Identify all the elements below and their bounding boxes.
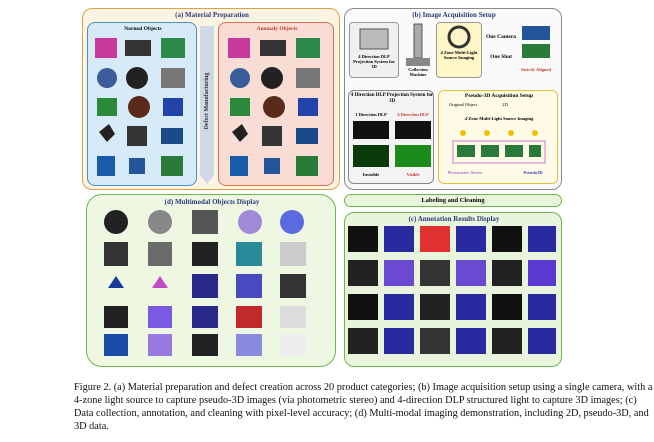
light-source-label: 4 Zone Multi-Light Source Imaging [440,50,478,60]
anomaly-thumb-row-5 [230,156,318,176]
annotation-row-2 [348,260,556,286]
multimodal-row-1 [104,210,304,234]
multimodal-row-5 [104,334,306,356]
pseudo3d-title: Pseudo-3D Acquisition Setup [464,93,534,99]
strictly-aligned-label: Strictly Aligned [520,67,552,72]
light-zone-diagram [452,130,546,164]
dlp-subpanel-title: 4 Direction DLP Projection System for 3D [350,93,434,104]
annotation-row-4 [348,328,556,354]
dlp-sample-images [353,121,431,167]
labeling-cleaning-bar: Labeling and Cleaning [344,194,562,207]
invisible-label: Invisible [362,172,380,177]
multi-light-label: 4-Zone Multi-Light Source Imaging [464,116,534,121]
panel-b-title: (b) Image Acquisition Setup [412,11,496,19]
anomaly-thumb-row-4 [232,124,318,146]
anomaly-thumb-row-2 [230,67,320,89]
normal-thumb-row-2 [97,67,185,89]
pseudo3d-subpanel: Pseudo-3D Acquisition Setup Original Obj… [438,90,558,184]
anomaly-thumb-row-1 [228,38,320,58]
dlp-4-direction-label: 4 Direction DLP [397,112,429,117]
collection-machine-label: Collection Machine [408,67,428,77]
original-object-label: Original Object [448,102,478,107]
anomaly-objects-label: Anomaly Objects [256,26,298,32]
twod-label: 2D [502,102,508,107]
normal-thumb-row-3 [97,96,183,118]
anomaly-thumb-row-3 [230,96,318,118]
annotation-result-grid [348,226,556,354]
panel-d-title: (d) Multimodal Objects Display [164,198,260,206]
dlp-projection-subpanel: 4 Direction DLP Projection System for 3D… [348,90,434,184]
figure-caption: Figure 2. (a) Material preparation and d… [74,382,653,432]
multimodal-row-3 [108,274,306,298]
dlp-system-label: 4 Direction DLP Projection System for 3D [353,54,395,69]
panel-annotation-results: (c) Annotation Results Display [344,212,562,367]
multimodal-row-2 [104,242,306,266]
normal-objects-label: Normal Objects [124,26,162,32]
annotation-row-1 [348,226,556,252]
one-shot-label: One Shot [490,54,512,60]
photometric-stereo-label: Photometric Stereo [447,170,483,175]
anomaly-objects-thumbnails [228,38,320,176]
aligned-images: Strictly Aligned [518,24,554,76]
multimodal-row-4 [104,306,306,328]
light-source-box: 4 Zone Multi-Light Source Imaging [436,22,482,78]
collection-machine: Collection Machine [402,22,434,78]
multimodal-grid [104,210,306,356]
annotation-row-3 [348,294,556,320]
normal-thumb-row-1 [95,38,185,58]
dlp-1-direction-label: 1 Direction DLP [355,112,387,117]
visible-label: Visible [406,172,420,177]
defect-manufacturing-arrow [199,26,215,184]
dlp-system-box: 4 Direction DLP Projection System for 3D [349,22,399,78]
labeling-cleaning-label: Labeling and Cleaning [421,197,485,204]
normal-thumb-row-4 [99,124,183,146]
panel-a-title: (a) Material Preparation [175,11,249,19]
defect-manufacturing-label: Defect Manufacturing [204,72,210,130]
normal-thumb-row-5 [97,156,183,176]
one-camera-label: One Camera [485,34,517,40]
panel-c-title: (c) Annotation Results Display [408,215,500,223]
normal-objects-thumbnails [95,38,185,176]
pseudo3d-label: Pseudo3D [523,170,543,175]
